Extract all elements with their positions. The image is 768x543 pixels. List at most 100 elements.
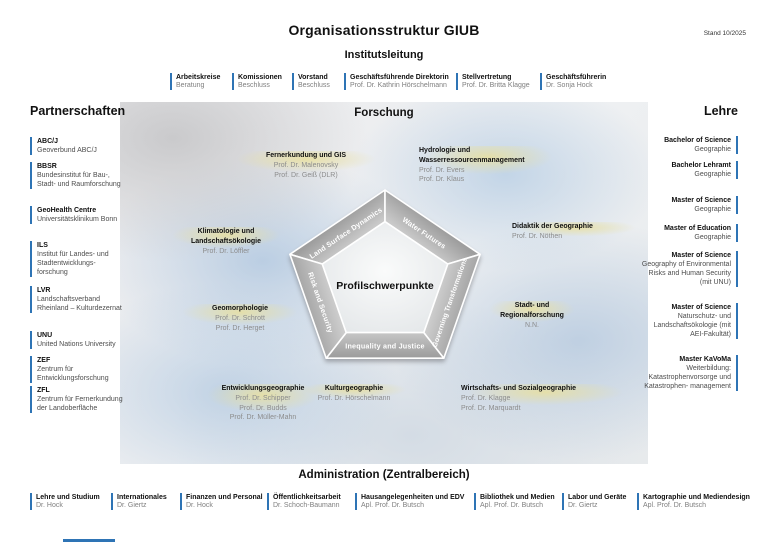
box-subtitle: Beschluss (238, 82, 270, 89)
partner-desc: Zentrum für Entwicklungsforschung (37, 366, 109, 383)
box-title: Vorstand (298, 74, 328, 81)
box-title: Geschäftsführerin (546, 74, 607, 81)
box-subtitle: Dr. Sonja Hock (546, 82, 593, 89)
group-title: Geomorphologie (212, 305, 268, 312)
group-member: Prof. Dr. Malenovsky (273, 161, 339, 169)
box-title: Öffentlichkeitsarbeit (273, 494, 341, 501)
lehre-desc: Geographie (694, 206, 731, 214)
research-group-klimatologie: Klimatologie und Landschaftsökologie Pro… (168, 227, 284, 257)
group-title: Entwicklungsgeographie (221, 385, 305, 392)
partner-item-geohealth: GeoHealth Centre Universitätsklinikum Bo… (30, 206, 127, 225)
partner-abbr: BBSR (37, 163, 57, 170)
lehre-item-bsc: Bachelor of Science Geographie (639, 136, 738, 155)
group-member: Prof. Dr. Nöthen (512, 232, 563, 240)
forschung-heading: Forschung (354, 107, 414, 119)
admin-box-finanzen-personal: Finanzen und Personal Dr. Hock (180, 493, 263, 510)
box-title: Arbeitskreise (176, 74, 221, 81)
partner-abbr: ZEF (37, 357, 51, 364)
group-title: Hydrologie und Wasserressourcenmanagemen… (419, 147, 525, 164)
group-member: N.N. (525, 321, 539, 329)
box-title: Lehre und Studium (36, 494, 100, 501)
group-member: Prof. Dr. Marquardt (461, 404, 521, 412)
leitung-box-stellvertretung: Stellvertretung Prof. Dr. Britta Klagge (456, 73, 530, 90)
group-member: Prof. Dr. Geiß (DLR) (274, 171, 338, 179)
lehre-desc: Geography of Environmental Risks and Hum… (641, 261, 731, 287)
version-date-label: Stand 10/2025 (703, 30, 746, 37)
lehre-heading: Lehre (703, 104, 738, 118)
box-subtitle: Apl. Prof. Dr. Butsch (643, 502, 707, 509)
partner-item-zef: ZEF Zentrum für Entwicklungsforschung (30, 356, 127, 384)
lehre-title: Bachelor of Science (664, 137, 731, 144)
partner-desc: Zentrum für Fernerkundung der Landoberfl… (37, 396, 123, 413)
admin-box-hausangelegenheiten-edv: Hausangelegenheiten und EDV Apl. Prof. D… (355, 493, 464, 510)
leitung-box-arbeitskreise: Arbeitskreise Beratung (170, 73, 220, 90)
partnerschaften-heading: Partnerschaften (30, 104, 126, 118)
admin-box-bibliothek-medien: Bibliothek und Medien Apl. Prof. Dr. But… (474, 493, 555, 510)
group-member: Prof. Dr. Evers (419, 166, 465, 174)
pentagon-center-label: Profilschwerpunkte (336, 280, 434, 292)
partner-desc: Landschaftsverband Rheinland – Kulturdez… (37, 296, 122, 313)
partner-desc: Institut für Landes- und Stadtentwicklun… (37, 251, 109, 277)
admin-box-labor-geraete: Labor und Geräte Dr. Giertz (562, 493, 626, 510)
lehre-item-med: Master of Education Geographie (639, 224, 738, 243)
box-subtitle: Prof. Dr. Britta Klagge (462, 82, 530, 89)
partner-desc: Geoverbund ABC/J (37, 147, 97, 155)
box-subtitle: Apl. Prof. Dr. Butsch (480, 502, 544, 509)
admin-box-internationales: Internationales Dr. Giertz (111, 493, 167, 510)
lehre-item-kavoma: Master KaVoMa Weiterbildung: Katastrophe… (639, 355, 738, 392)
lehre-title: Master KaVoMa (679, 356, 731, 363)
partner-abbr: ABC/J (37, 138, 59, 145)
lehre-desc: Weiterbildung: Katastrophenvorsorge und … (644, 365, 731, 391)
lehre-item-msc-geographie: Master of Science Geographie (639, 196, 738, 215)
partner-item-ils: ILS Institut für Landes- und Stadtentwic… (30, 241, 127, 278)
lehre-desc: Naturschutz- und Landschaftsökologie (mi… (653, 313, 731, 339)
group-title: Kulturgeographie (324, 385, 384, 392)
lehre-title: Master of Science (671, 252, 731, 259)
leitung-box-geschaeftsfuehrerin: Geschäftsführerin Dr. Sonja Hock (540, 73, 606, 90)
group-member: Prof. Dr. Herget (215, 324, 265, 332)
box-title: Stellvertretung (462, 74, 512, 81)
profilschwerpunkte-pentagon-diagram: Land Surface Dynamics Water Futures Gove… (289, 189, 481, 359)
group-member: Prof. Dr. Klagge (461, 394, 511, 402)
research-group-didaktik: Didaktik der Geographie Prof. Dr. Nöthen (512, 222, 640, 242)
box-subtitle: Dr. Hock (186, 502, 213, 509)
box-title: Kartographie und Mediendesign (643, 494, 750, 501)
lehre-desc: Geographie (694, 171, 731, 179)
lehre-title: Master of Science (671, 304, 731, 311)
box-subtitle: Dr. Schoch-Baumann (273, 502, 340, 509)
box-title: Bibliothek und Medien (480, 494, 555, 501)
group-title: Didaktik der Geographie (512, 223, 593, 230)
box-title: Hausangelegenheiten und EDV (361, 494, 465, 501)
pentagon-edge-label-inequality-and-justice: Inequality and Justice (345, 341, 425, 350)
admin-box-kartographie-mediendesign: Kartographie und Mediendesign Apl. Prof.… (637, 493, 750, 510)
lehre-desc: Geographie (694, 146, 731, 154)
group-member: Prof. Dr. Hörschelmann (317, 394, 391, 402)
partner-abbr: GeoHealth Centre (37, 207, 97, 214)
box-subtitle: Prof. Dr. Kathrin Hörschelmann (350, 82, 447, 89)
box-title: Finanzen und Personal (186, 494, 263, 501)
box-subtitle: Beratung (176, 82, 205, 89)
research-group-kulturgeographie: Kulturgeographie Prof. Dr. Hörschelmann (298, 384, 410, 404)
research-group-fernerkundung-gis: Fernerkundung und GIS Prof. Dr. Malenovs… (231, 151, 381, 181)
administration-heading: Administration (Zentralbereich) (298, 469, 470, 481)
research-group-hydrologie: Hydrologie und Wasserressourcenmanagemen… (419, 146, 557, 186)
partner-desc: Universitätsklinikum Bonn (37, 216, 118, 224)
lehre-title: Master of Education (664, 225, 731, 232)
leitung-box-komissionen: Komissionen Beschluss (232, 73, 282, 90)
admin-box-lehre-studium: Lehre und Studium Dr. Hock (30, 493, 100, 510)
box-subtitle: Dr. Hock (36, 502, 63, 509)
research-group-stadt-regionalforschung: Stadt- und Regionalforschung N.N. (486, 301, 578, 331)
pentagon-segment-risk-and-security (289, 253, 348, 359)
lehre-title: Master of Science (671, 197, 731, 204)
partner-item-zfl: ZFL Zentrum für Fernerkundung der Landob… (30, 386, 127, 414)
research-group-wirtschaft-sozial: Wirtschafts- und Sozialgeographie Prof. … (461, 384, 629, 414)
partner-item-lvr: LVR Landschaftsverband Rheinland – Kultu… (30, 286, 127, 314)
leitung-box-direktorin: Geschäftsführende Direktorin Prof. Dr. K… (344, 73, 449, 90)
group-member: Prof. Dr. Budds (239, 404, 287, 412)
footer-accent-line (63, 539, 115, 542)
page-title: Organisationsstruktur GIUB (288, 22, 480, 38)
leitung-box-vorstand: Vorstand Beschluss (292, 73, 330, 90)
group-member: Prof. Dr. Klaus (419, 176, 465, 184)
box-subtitle: Beschluss (298, 82, 330, 89)
